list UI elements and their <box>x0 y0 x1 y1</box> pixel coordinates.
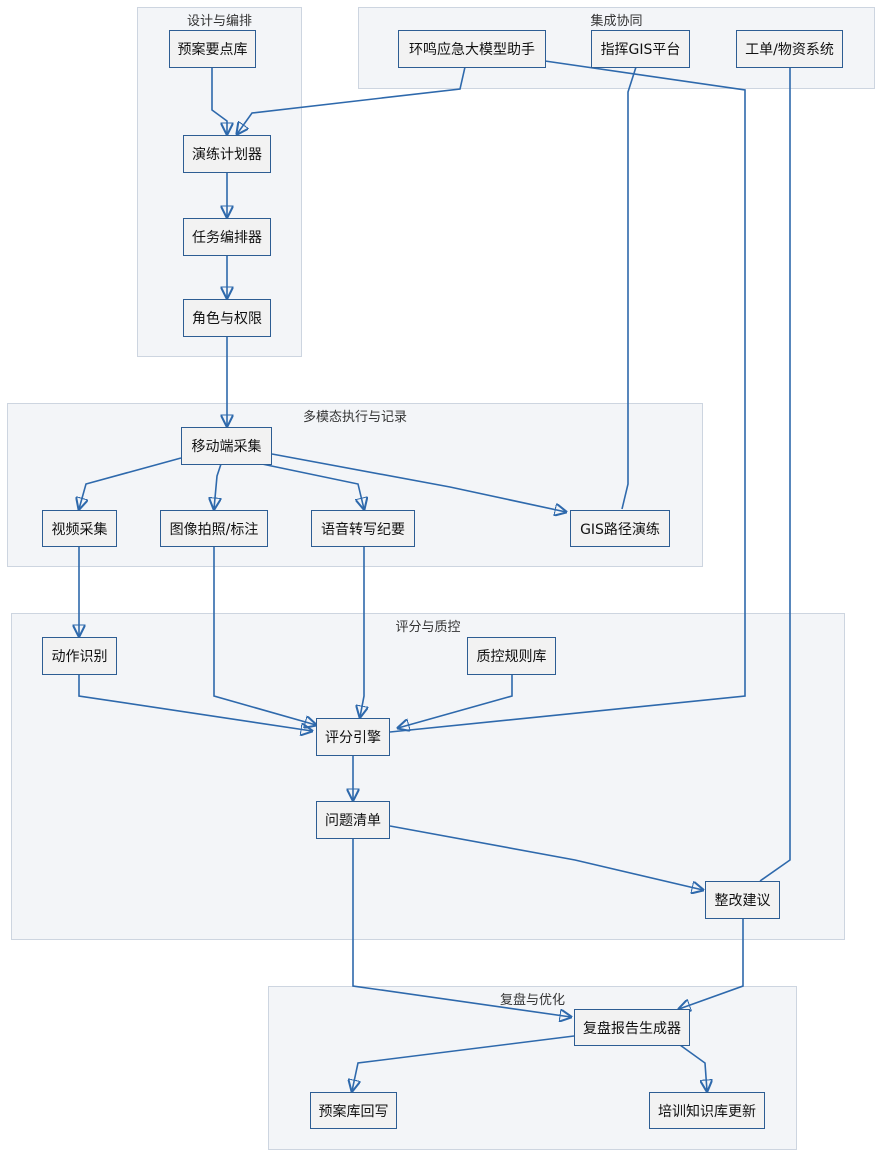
node-gis-platform[interactable]: 指挥GIS平台 <box>591 30 690 68</box>
node-plan-points[interactable]: 预案要点库 <box>169 30 256 68</box>
node-report-generator[interactable]: 复盘报告生成器 <box>574 1009 690 1046</box>
edge-action-to-scoring <box>78 674 312 731</box>
node-scoring-engine[interactable]: 评分引擎 <box>316 718 390 756</box>
node-roles-perms[interactable]: 角色与权限 <box>183 299 271 337</box>
node-mobile-capture[interactable]: 移动端采集 <box>181 427 272 465</box>
edge-report-to-writeback <box>352 1035 575 1091</box>
node-issue-list[interactable]: 问题清单 <box>316 801 390 839</box>
edge-mobile-to-speech <box>261 463 364 509</box>
edge-gis-platform-to-gis-route <box>621 66 637 510</box>
node-improvement[interactable]: 整改建议 <box>705 881 780 919</box>
edge-issue-to-improvement <box>389 825 703 890</box>
edge-mobile-to-image <box>214 463 222 509</box>
edge-speech-to-scoring <box>360 546 364 717</box>
edge-image-to-scoring <box>213 546 316 725</box>
edge-issue-to-report <box>352 838 571 1017</box>
node-task-orchestrator[interactable]: 任务编排器 <box>183 218 271 256</box>
edge-plan-points-to-drill-planner <box>211 67 227 134</box>
group-multimodal-title: 多模态执行与记录 <box>302 410 407 425</box>
edge-report-to-training <box>679 1044 707 1091</box>
node-action-recognition[interactable]: 动作识别 <box>42 637 117 675</box>
edge-llm-to-drill-planner <box>237 66 466 134</box>
edge-mobile-to-gis-route <box>271 453 566 512</box>
node-speech-transcribe[interactable]: 语音转写纪要 <box>311 510 415 547</box>
edge-mobile-to-video <box>79 457 182 509</box>
node-training-kb-update[interactable]: 培训知识库更新 <box>649 1092 765 1129</box>
node-plan-writeback[interactable]: 预案库回写 <box>310 1092 397 1129</box>
group-scoring-title: 评分与质控 <box>395 620 461 635</box>
group-integration-title: 集成协同 <box>590 14 643 29</box>
node-video-capture[interactable]: 视频采集 <box>42 510 117 547</box>
edge-llm-to-scoring <box>389 60 746 733</box>
group-review-title: 复盘与优化 <box>499 993 565 1008</box>
edge-improvement-to-report <box>679 918 744 1009</box>
node-workorder-system[interactable]: 工单/物资系统 <box>736 30 843 68</box>
node-llm-assistant[interactable]: 环鸣应急大模型助手 <box>398 30 546 68</box>
edge-qc-to-scoring <box>398 674 513 728</box>
edge-workorder-to-improvement <box>759 67 791 882</box>
node-gis-route-drill[interactable]: GIS路径演练 <box>570 510 670 547</box>
node-qc-rules[interactable]: 质控规则库 <box>467 637 556 675</box>
node-drill-planner[interactable]: 演练计划器 <box>183 135 271 173</box>
node-image-annotate[interactable]: 图像拍照/标注 <box>160 510 268 547</box>
group-design-title: 设计与编排 <box>186 14 252 29</box>
